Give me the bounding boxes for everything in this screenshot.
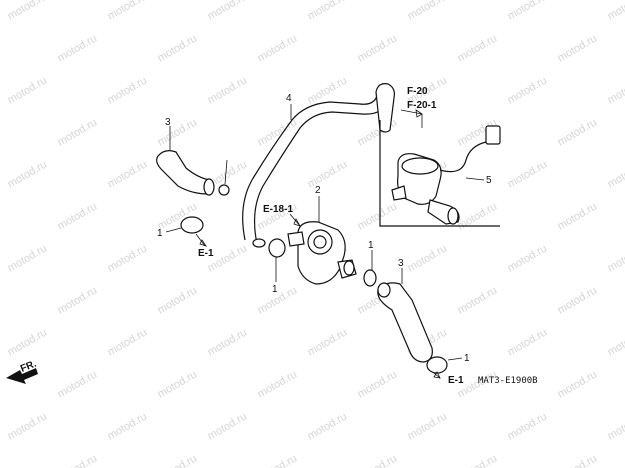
watermark-text: motod.ru — [56, 368, 100, 400]
watermark-text: motod.ru — [156, 116, 200, 148]
watermark-text: motod.ru — [456, 200, 500, 232]
watermark-text: motod.ru — [456, 284, 500, 316]
watermark-text: motod.ru — [556, 32, 600, 64]
watermark-text: motod.ru — [506, 74, 550, 106]
watermark-text: motod.ru — [6, 74, 50, 106]
watermark-text: motod.ru — [156, 32, 200, 64]
watermark-text: motod.ru — [556, 452, 600, 468]
watermark-text: motod.ru — [106, 242, 150, 274]
watermark-text: motod.ru — [206, 410, 250, 442]
watermark-text: motod.ru — [6, 242, 50, 274]
watermark-text: motod.ru — [206, 74, 250, 106]
watermark-text: motod.ru — [356, 116, 400, 148]
ref-e18-1: E-18-1 — [263, 204, 293, 215]
front-arrow-icon — [6, 368, 38, 384]
reference-bracket — [379, 109, 500, 227]
watermark-text: motod.ru — [506, 326, 550, 358]
watermark-text: motod.ru — [56, 32, 100, 64]
callout-part-2: 2 — [315, 185, 321, 196]
watermark-text: motod.ru — [156, 368, 200, 400]
callout-part-1-left: 1 — [157, 228, 163, 239]
watermark-text: motod.ru — [456, 32, 500, 64]
ref-f20: F-20 — [407, 86, 428, 97]
ref-e1-right: E-1 — [448, 375, 464, 386]
watermark-text: motod.ru — [6, 326, 50, 358]
callout-part-3-left: 3 — [165, 117, 171, 128]
diagram-code: MAT3-E1900B — [478, 376, 538, 386]
right-hose[interactable] — [377, 268, 433, 363]
watermark-text: motod.ru — [256, 32, 300, 64]
solenoid-valve[interactable] — [391, 125, 501, 225]
watermark-text: motod.ru — [6, 158, 50, 190]
callout-part-1-right-lower: 1 — [464, 353, 470, 364]
callout-part-5: 5 — [486, 175, 492, 186]
watermark-text: motod.ru — [506, 0, 550, 23]
watermark-text: motod.ru — [356, 200, 400, 232]
watermark-text: motod.ru — [606, 158, 625, 190]
center-clamp[interactable] — [268, 238, 286, 282]
watermark-text: motod.ru — [556, 284, 600, 316]
right-upper-clamp[interactable] — [363, 250, 377, 287]
callout-part-3-right: 3 — [398, 258, 404, 269]
watermark-text: motod.ru — [356, 32, 400, 64]
watermark-text: motod.ru — [56, 200, 100, 232]
watermark-text: motod.ru — [106, 410, 150, 442]
right-lower-clamp[interactable] — [426, 356, 463, 379]
watermark-text: motod.ru — [506, 410, 550, 442]
watermark-text: motod.ru — [606, 410, 625, 442]
watermark-text: motod.ru — [506, 158, 550, 190]
left-clamp[interactable] — [165, 216, 207, 247]
watermark-text: motod.ru — [156, 284, 200, 316]
watermark-text: motod.ru — [156, 452, 200, 468]
watermark-text: motod.ru — [356, 452, 400, 468]
watermark-text: motod.ru — [56, 116, 100, 148]
watermark-text: motod.ru — [6, 0, 50, 23]
watermark-text: motod.ru — [56, 284, 100, 316]
watermark-text: motod.ru — [106, 74, 150, 106]
watermark-text: motod.ru — [306, 410, 350, 442]
callout-part-4: 4 — [286, 93, 292, 104]
watermark-text: motod.ru — [406, 242, 450, 274]
watermark-text: motod.ru — [256, 116, 300, 148]
watermark-text: motod.ru — [106, 326, 150, 358]
left-hose-clip[interactable] — [218, 159, 230, 196]
watermark-text: motod.ru — [106, 158, 150, 190]
watermark-text: motod.ru — [206, 326, 250, 358]
watermark-text: motod.ru — [306, 158, 350, 190]
callout-part-1-right-upper: 1 — [368, 240, 374, 251]
watermark-text: motod.ru — [56, 452, 100, 468]
long-hose[interactable] — [242, 83, 395, 248]
watermark-text: motod.ru — [6, 410, 50, 442]
watermark-text: motod.ru — [256, 452, 300, 468]
watermark-text: motod.ru — [306, 0, 350, 23]
left-hose[interactable] — [156, 126, 215, 196]
watermark-text: motod.ru — [306, 326, 350, 358]
ref-f20-1: F-20-1 — [407, 100, 437, 111]
watermark-text: motod.ru — [356, 368, 400, 400]
watermark-text: motod.ru — [556, 116, 600, 148]
callout-part-1-center: 1 — [272, 284, 278, 295]
watermark-text: motod.ru — [406, 0, 450, 23]
watermark-text: motod.ru — [556, 368, 600, 400]
air-injection-valve[interactable] — [287, 196, 357, 285]
watermark-text: motod.ru — [506, 242, 550, 274]
watermark-text: motod.ru — [406, 410, 450, 442]
watermark-text: motod.ru — [606, 242, 625, 274]
watermark-text: motod.ru — [256, 368, 300, 400]
watermark-text: motod.ru — [606, 326, 625, 358]
watermark-text: motod.ru — [206, 0, 250, 23]
ref-e1-left: E-1 — [198, 248, 214, 259]
watermark-text: motod.ru — [106, 0, 150, 23]
watermark-text: motod.ru — [456, 452, 500, 468]
watermark-text: motod.ru — [556, 200, 600, 232]
watermark-text: motod.ru — [606, 74, 625, 106]
watermark-text: motod.ru — [606, 0, 625, 23]
